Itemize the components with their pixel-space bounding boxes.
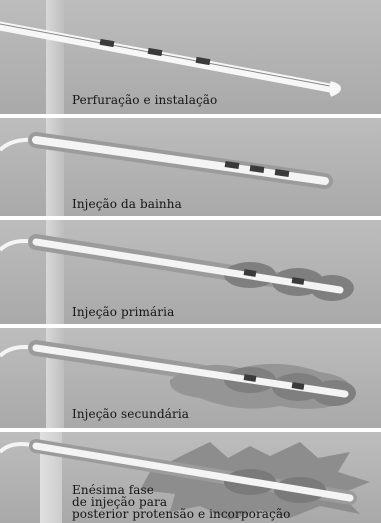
panel-secondary-injection: Injeção secundária [0, 328, 381, 428]
anchor-tube-edge [0, 24, 330, 86]
anchor-tube [0, 26, 330, 88]
caption-5-line-3: posterior protensão e incorporação [72, 508, 290, 520]
caption-1: Perfuração e instalação [72, 94, 217, 107]
anchor-illustration [0, 118, 381, 216]
panel-drilling-installation: Perfuração e instalação [0, 0, 381, 114]
panel-sheath-injection: Injeção da bainha [0, 118, 381, 216]
caption-4: Injeção secundária [72, 408, 189, 421]
anchor-illustration [0, 220, 381, 324]
caption-2: Injeção da bainha [72, 198, 182, 211]
caption-3: Injeção primária [72, 306, 174, 319]
panel-nth-injection: Enésima fase de injeção para posterior p… [0, 432, 381, 523]
panel-primary-injection: Injeção primária [0, 220, 381, 324]
anchor-illustration [0, 328, 381, 428]
caption-5: Enésima fase de injeção para posterior p… [72, 484, 290, 520]
